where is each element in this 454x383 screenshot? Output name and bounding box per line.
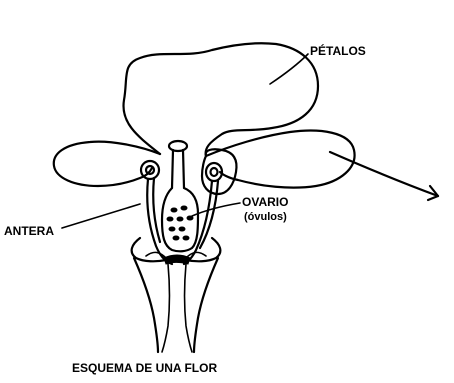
ovulos-label: (óvulos) [244,211,287,223]
ovario-leader [192,203,240,216]
antera-label: ANTERA [4,224,54,238]
stem-inner-right [185,264,193,352]
style [172,150,184,188]
caption: ESQUEMA DE UNA FLOR [72,361,217,375]
stem [134,258,218,352]
receptacle-base [164,255,190,264]
left-filament-2 [153,178,160,242]
antera-leader [62,204,140,228]
ovules [167,206,193,240]
stem-inner-left [162,264,170,352]
ovario-label: OVARIO [242,195,288,209]
petalos-leader [270,54,308,84]
petalos-label: PÉTALOS [310,43,366,58]
stigma [169,141,187,151]
